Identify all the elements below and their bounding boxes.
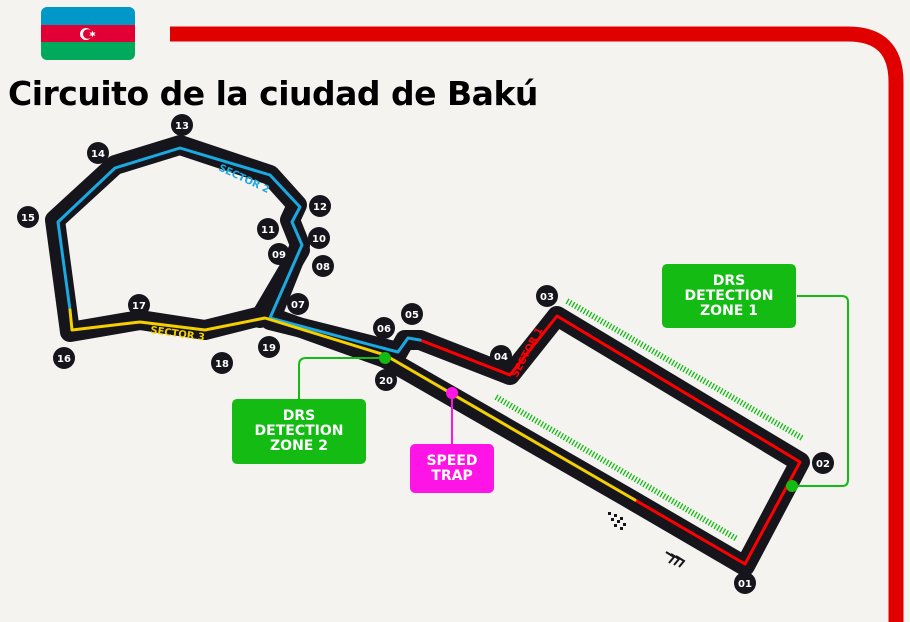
drs-zone-2-line2: DETECTION (254, 423, 344, 439)
turn-12: 12 (309, 195, 331, 217)
turn-08: 08 (312, 255, 334, 277)
svg-text:01: 01 (738, 579, 752, 590)
svg-text:04: 04 (494, 352, 508, 363)
turn-18: 18 (211, 352, 233, 374)
svg-text:10: 10 (312, 234, 326, 245)
turn-16: 16 (53, 347, 75, 369)
azerbaijan-flag (41, 7, 135, 60)
drs-detection-zone-2-label: DRS DETECTION ZONE 2 (232, 399, 366, 464)
svg-text:07: 07 (291, 300, 305, 311)
drs-zone-1-line1: DRS (712, 272, 746, 289)
drs-zone-1-marker (565, 298, 804, 441)
turn-markers: 01 02 03 04 05 06 07 08 09 10 11 12 13 1… (17, 114, 834, 594)
drs-zone-1-line2: DETECTION (684, 287, 774, 304)
svg-text:14: 14 (91, 149, 105, 160)
svg-text:17: 17 (132, 301, 146, 312)
svg-text:19: 19 (262, 343, 276, 354)
speed-trap-line1: SPEED (426, 452, 478, 469)
turn-13: 13 (171, 114, 193, 136)
sector-2-line (56, 146, 422, 354)
svg-text:20: 20 (379, 376, 393, 387)
turn-07: 07 (287, 293, 309, 315)
turn-17: 17 (128, 294, 150, 316)
turn-03: 03 (536, 285, 558, 307)
turn-11: 11 (257, 218, 279, 240)
speed-trap-point (446, 387, 458, 399)
turn-02: 02 (812, 452, 834, 474)
turn-05: 05 (401, 303, 423, 325)
svg-text:09: 09 (272, 250, 286, 261)
svg-text:18: 18 (215, 359, 229, 370)
track (45, 135, 810, 576)
svg-text:12: 12 (313, 202, 327, 213)
svg-text:16: 16 (57, 354, 71, 365)
turn-10: 10 (308, 227, 330, 249)
svg-text:08: 08 (316, 262, 330, 273)
decorative-frame (170, 26, 904, 622)
sector-1-line (418, 314, 802, 566)
turn-20: 20 (375, 369, 397, 391)
drs-zone-2-line3: ZONE 2 (270, 438, 328, 454)
drs-zone-2-line1: DRS (282, 408, 316, 424)
svg-text:06: 06 (377, 324, 391, 335)
svg-text:03: 03 (540, 292, 554, 303)
turn-15: 15 (17, 206, 39, 228)
speed-trap-line2: TRAP (431, 467, 473, 484)
speed-trap-label: SPEED TRAP (410, 444, 494, 493)
drs-zone-1-line3: ZONE 1 (700, 302, 758, 319)
turn-04: 04 (490, 345, 512, 367)
turn-01: 01 (734, 572, 756, 594)
page-title: Circuito de la ciudad de Bakú (8, 74, 538, 113)
drs-detection-zone-1-label: DRS DETECTION ZONE 1 (662, 264, 796, 328)
svg-text:05: 05 (405, 310, 419, 321)
direction-chevrons-icon (665, 551, 686, 568)
svg-text:15: 15 (21, 213, 35, 224)
turn-19: 19 (258, 336, 280, 358)
drs-detection-point-2 (379, 352, 391, 364)
crescent-star-icon (80, 27, 96, 40)
turn-14: 14 (87, 142, 109, 164)
drs-zone-2-connector (298, 357, 385, 400)
drs-zone-1-connector (792, 295, 849, 487)
turn-09: 09 (268, 243, 290, 265)
checkered-flag-icon (608, 512, 626, 530)
drs-detection-point-1 (786, 480, 798, 492)
drs-zone-2-marker (494, 394, 739, 542)
turn-06: 06 (373, 317, 395, 339)
svg-text:13: 13 (175, 121, 189, 132)
svg-text:11: 11 (261, 225, 275, 236)
svg-text:02: 02 (816, 459, 830, 470)
